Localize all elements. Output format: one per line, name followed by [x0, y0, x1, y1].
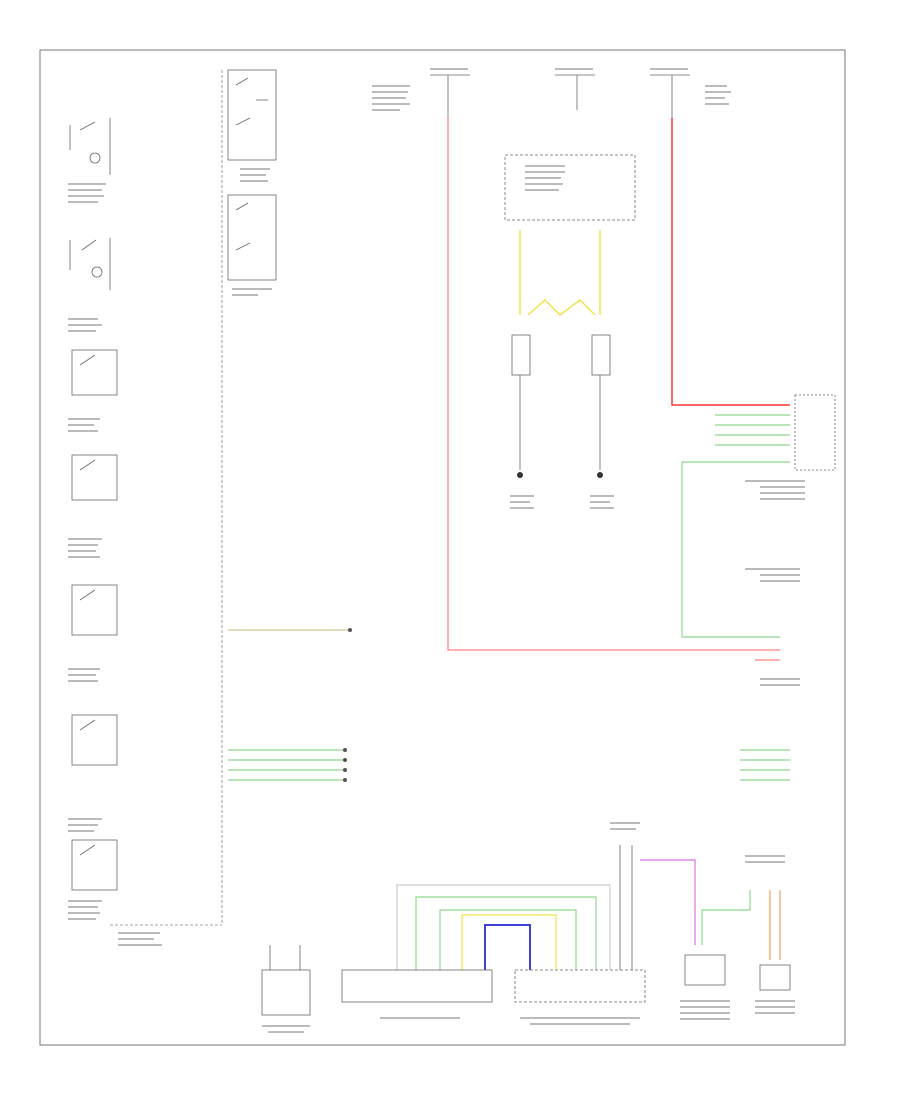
- lower-dashed-box: [514, 969, 646, 1003]
- switch-1: [69, 118, 111, 175]
- right-connector: [794, 394, 836, 471]
- bottom-harness: [396, 859, 781, 970]
- green-wires-left: [228, 749, 345, 781]
- top-fuses: [430, 74, 690, 118]
- lower-left-box: [261, 969, 311, 1016]
- bottom-components: [261, 845, 791, 1016]
- lower-right-box1: [684, 954, 726, 986]
- yellow-wires: [519, 230, 601, 316]
- mirror-switch-boxes: [227, 69, 277, 281]
- switch-2: [69, 238, 111, 290]
- red-wire-right: [671, 118, 790, 406]
- lower-right-box2: [759, 964, 791, 991]
- lower-mid-box: [341, 969, 493, 1003]
- relay-coils: [511, 334, 611, 470]
- mirror-switch-labels: [232, 168, 272, 296]
- ground-symbols: [517, 472, 603, 478]
- diagram-border: [39, 49, 846, 1046]
- green-wires-right-mid: [740, 749, 790, 781]
- green-wires-right: [681, 414, 790, 638]
- switch-4: [71, 454, 118, 501]
- top-fuse-labels: [372, 68, 731, 111]
- switch-label-blocks: [68, 183, 162, 946]
- mirror-switch-lower: [227, 194, 277, 281]
- switch-3: [71, 349, 118, 396]
- mirror-switch-upper: [227, 69, 277, 161]
- switch-5: [71, 584, 118, 636]
- center-relay-module: [504, 154, 636, 221]
- left-switch-column: [69, 70, 223, 926]
- switch-7: [71, 839, 118, 891]
- relay-module-labels: [525, 165, 565, 191]
- red-wire-main: [447, 115, 780, 651]
- switch-6: [71, 714, 118, 766]
